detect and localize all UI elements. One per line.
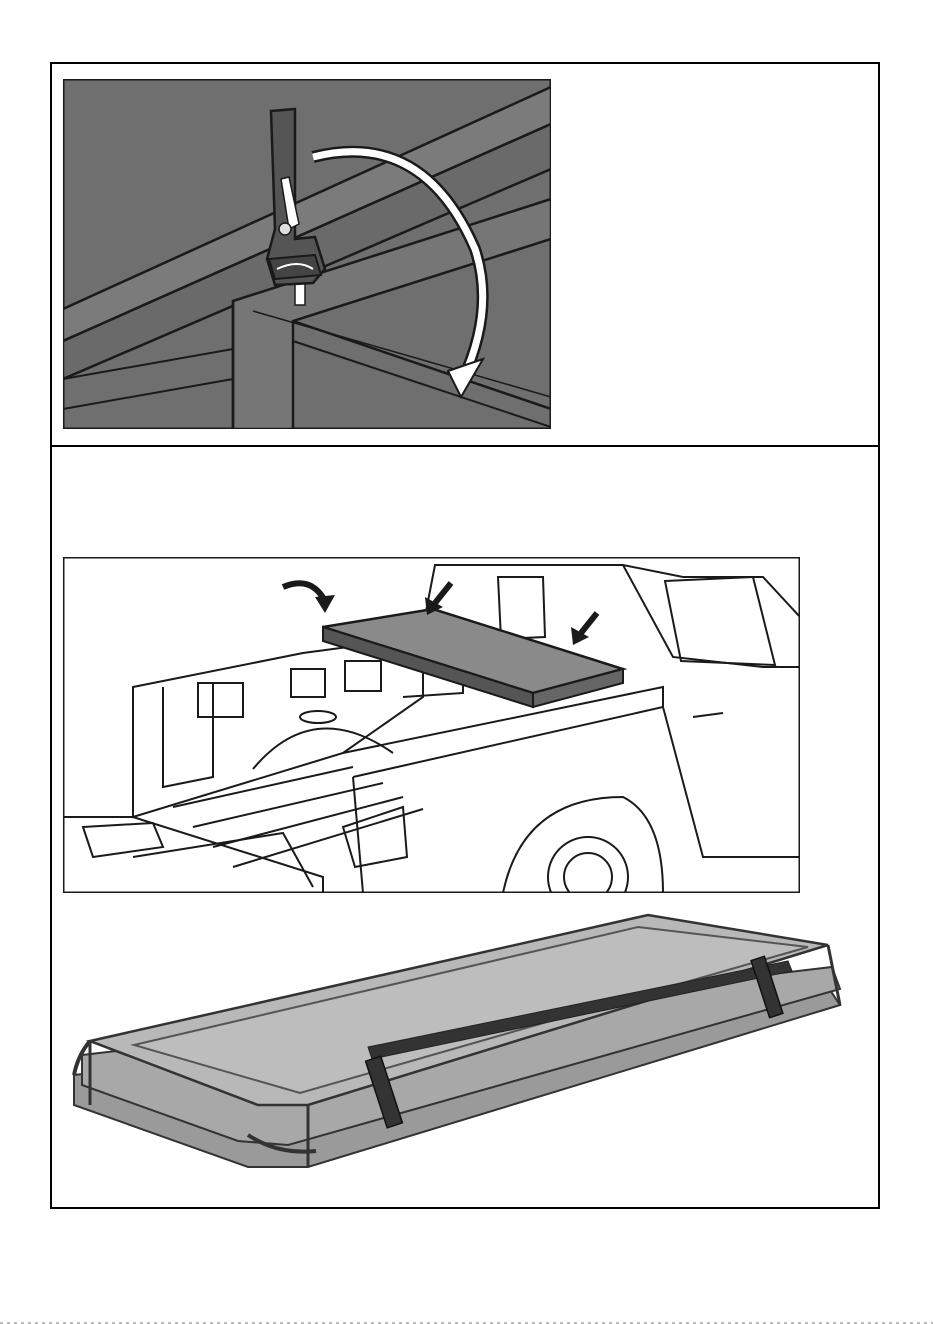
section-divider [50, 445, 880, 447]
clamp-installation-illustration [63, 79, 551, 429]
truck-bed-with-folded-cover-illustration [63, 557, 800, 893]
folded-tonneau-cover-illustration [68, 905, 848, 1170]
